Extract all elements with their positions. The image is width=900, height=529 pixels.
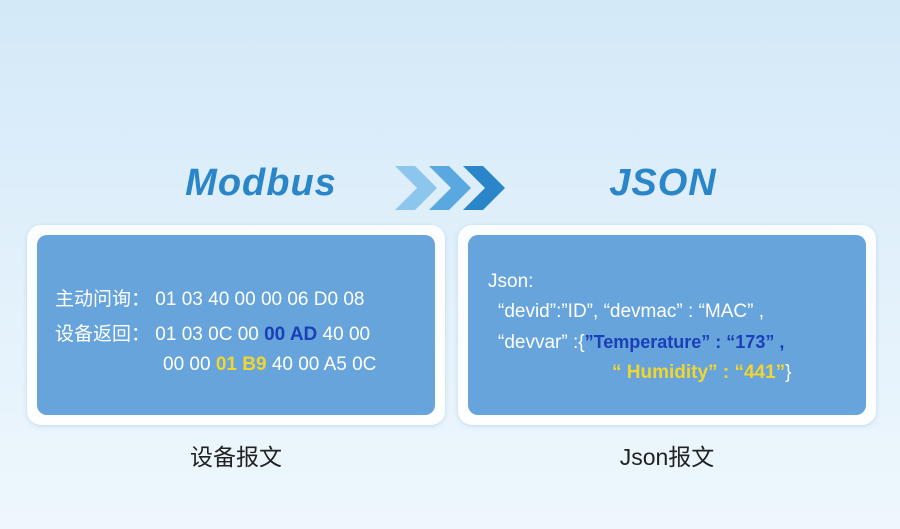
json-line-3: “devvar” :{”Temperature” : “173” , — [498, 332, 784, 354]
chevron-1 — [395, 166, 437, 210]
triple-chevron-right-icon — [395, 166, 505, 210]
closing-brace: } — [785, 362, 792, 383]
reply-line-2: 00 00 01 B9 40 00 A5 0C — [163, 354, 376, 376]
reply-line-1: 设备返回： 01 03 0C 00 00 AD 40 00 — [55, 319, 370, 346]
json-caption: Json报文 — [619, 444, 715, 470]
modbus-caption: 设备报文 — [190, 444, 282, 470]
temperature-pair: ”Temperature” : “173” , — [584, 332, 785, 352]
modbus-card: 主动问询： 01 03 40 00 00 06 D0 08 设备返回： 01 0… — [27, 225, 445, 425]
devvar-key: “devvar” :{ — [498, 332, 585, 353]
reply-part-c: 00 00 — [163, 354, 211, 375]
modbus-panel: 主动问询： 01 03 40 00 00 06 D0 08 设备返回： 01 0… — [37, 235, 435, 415]
reply-highlight-blue: 00 AD — [264, 324, 318, 345]
query-value: 01 03 40 00 00 06 D0 08 — [155, 289, 365, 310]
json-panel: Json: “devid”:”ID”, “devmac” : “MAC” , “… — [468, 235, 866, 415]
reply-part-a: 01 03 0C 00 — [155, 324, 259, 345]
reply-part-b: 40 00 — [322, 324, 371, 345]
json-card: Json: “devid”:”ID”, “devmac” : “MAC” , “… — [458, 225, 876, 425]
json-line-4: “ Humidity” : “441”} — [612, 362, 792, 384]
query-label: 主动问询： — [55, 289, 151, 310]
reply-part-d: 40 00 A5 0C — [271, 354, 377, 375]
humidity-pair: “ Humidity” : “441” — [612, 362, 786, 383]
reply-label: 设备返回： — [55, 324, 151, 345]
query-line: 主动问询： 01 03 40 00 00 06 D0 08 — [55, 284, 364, 311]
json-line-2: “devid”:”ID”, “devmac” : “MAC” , — [498, 301, 765, 322]
modbus-heading: Modbus — [185, 162, 337, 204]
json-heading: JSON — [609, 162, 717, 204]
reply-highlight-yellow: 01 B9 — [215, 354, 267, 375]
chevron-2 — [429, 166, 471, 210]
chevron-3 — [463, 166, 505, 210]
json-line-1: Json: — [488, 271, 534, 292]
